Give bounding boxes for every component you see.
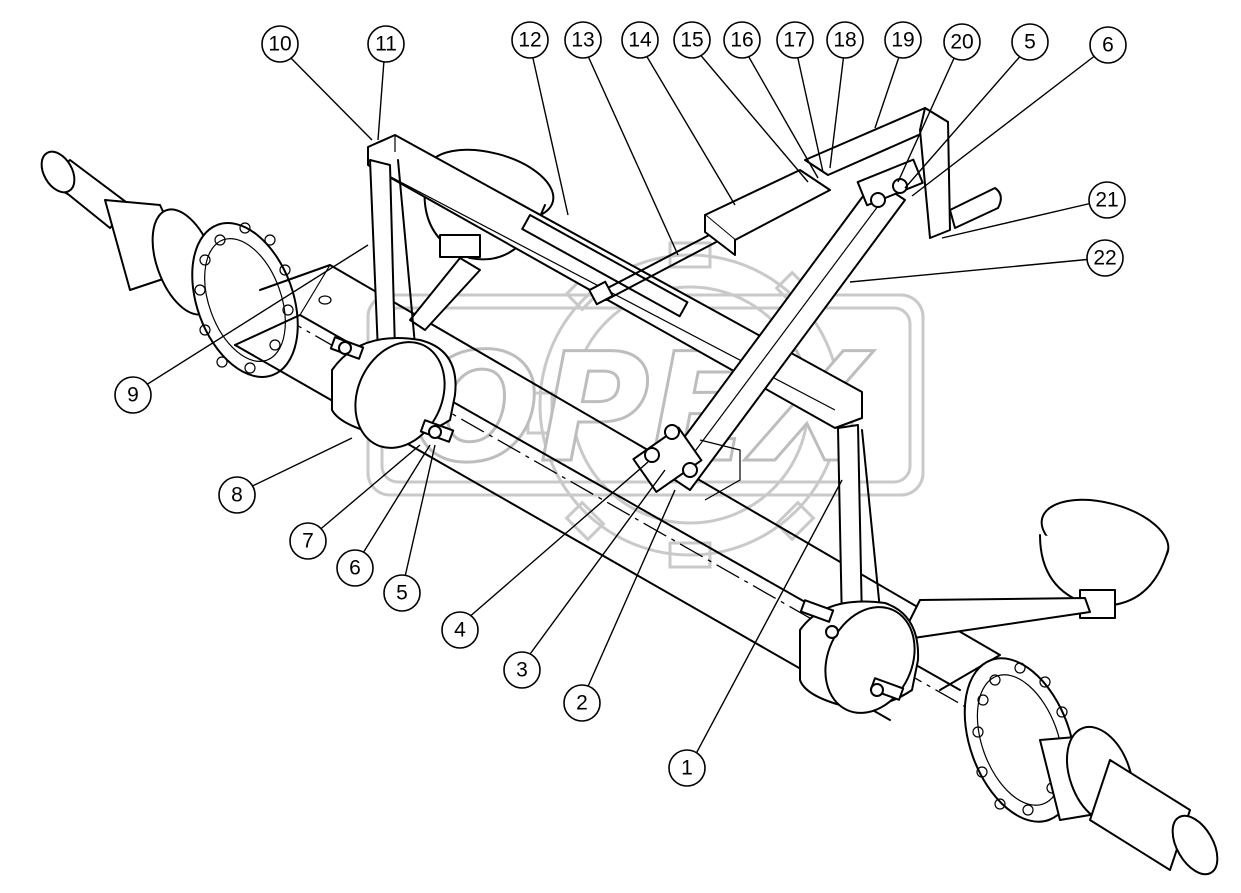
- watermark-logo: OPEX: [366, 241, 925, 569]
- right-hub: [963, 657, 1219, 876]
- svg-text:8: 8: [231, 484, 243, 507]
- svg-text:14: 14: [628, 29, 652, 52]
- svg-text:5: 5: [1024, 31, 1036, 54]
- callout-5-upper: 5: [1011, 23, 1049, 61]
- callout-13: 13: [564, 21, 602, 59]
- svg-text:19: 19: [891, 29, 914, 52]
- callout-8: 8: [218, 476, 256, 514]
- callout-19: 19: [884, 21, 922, 59]
- link-rod: [588, 231, 721, 306]
- callout-11: 11: [367, 25, 405, 63]
- svg-text:15: 15: [680, 29, 703, 52]
- callout-9: 9: [114, 376, 152, 414]
- svg-text:11: 11: [375, 33, 397, 56]
- svg-text:17: 17: [783, 29, 806, 52]
- callout-15: 15: [673, 21, 711, 59]
- diagonal-strut: [632, 179, 906, 501]
- right-brake-chamber: [899, 498, 1170, 641]
- callout-3: 3: [503, 651, 541, 689]
- right-strap: [837, 424, 881, 626]
- svg-text:6: 6: [1102, 34, 1114, 57]
- svg-text:18: 18: [833, 29, 856, 52]
- svg-text:21: 21: [1095, 189, 1118, 212]
- svg-text:2: 2: [576, 692, 588, 715]
- callout-12: 12: [511, 21, 549, 59]
- svg-text:12: 12: [518, 29, 541, 52]
- svg-text:13: 13: [571, 29, 594, 52]
- callout-21: 21: [1088, 181, 1126, 219]
- callout-22: 22: [1086, 239, 1124, 277]
- callout-7: 7: [289, 522, 327, 560]
- callout-6-lower: 6: [336, 549, 374, 587]
- right-clamp: [799, 599, 920, 714]
- callout-20: 20: [943, 23, 981, 61]
- svg-text:20: 20: [950, 31, 973, 54]
- callout-17: 17: [776, 21, 814, 59]
- callout-10: 10: [261, 25, 299, 63]
- callout-4: 4: [441, 611, 479, 649]
- bracket-14: [704, 169, 831, 256]
- svg-text:10: 10: [268, 33, 291, 56]
- callout-2: 2: [563, 684, 601, 722]
- callout-leaders: [134, 44, 1106, 766]
- svg-text:6: 6: [349, 557, 361, 580]
- callout-5-lower: 5: [383, 574, 421, 612]
- svg-text:16: 16: [730, 29, 753, 52]
- callout-1: 1: [668, 749, 706, 787]
- left-hub: [40, 150, 299, 378]
- svg-text:3: 3: [516, 659, 528, 682]
- callout-14: 14: [621, 21, 659, 59]
- callout-18: 18: [826, 21, 864, 59]
- svg-text:5: 5: [396, 582, 408, 605]
- svg-text:7: 7: [302, 530, 314, 553]
- svg-text:9: 9: [127, 384, 139, 407]
- upper-arm: [804, 107, 1002, 239]
- svg-text:1: 1: [681, 757, 693, 780]
- callout-16: 16: [723, 21, 761, 59]
- watermark-text: OPEX: [412, 322, 874, 496]
- callout-6-upper: 6: [1089, 26, 1127, 64]
- svg-text:22: 22: [1093, 247, 1116, 270]
- left-clamp: [329, 336, 457, 449]
- svg-text:4: 4: [454, 619, 466, 642]
